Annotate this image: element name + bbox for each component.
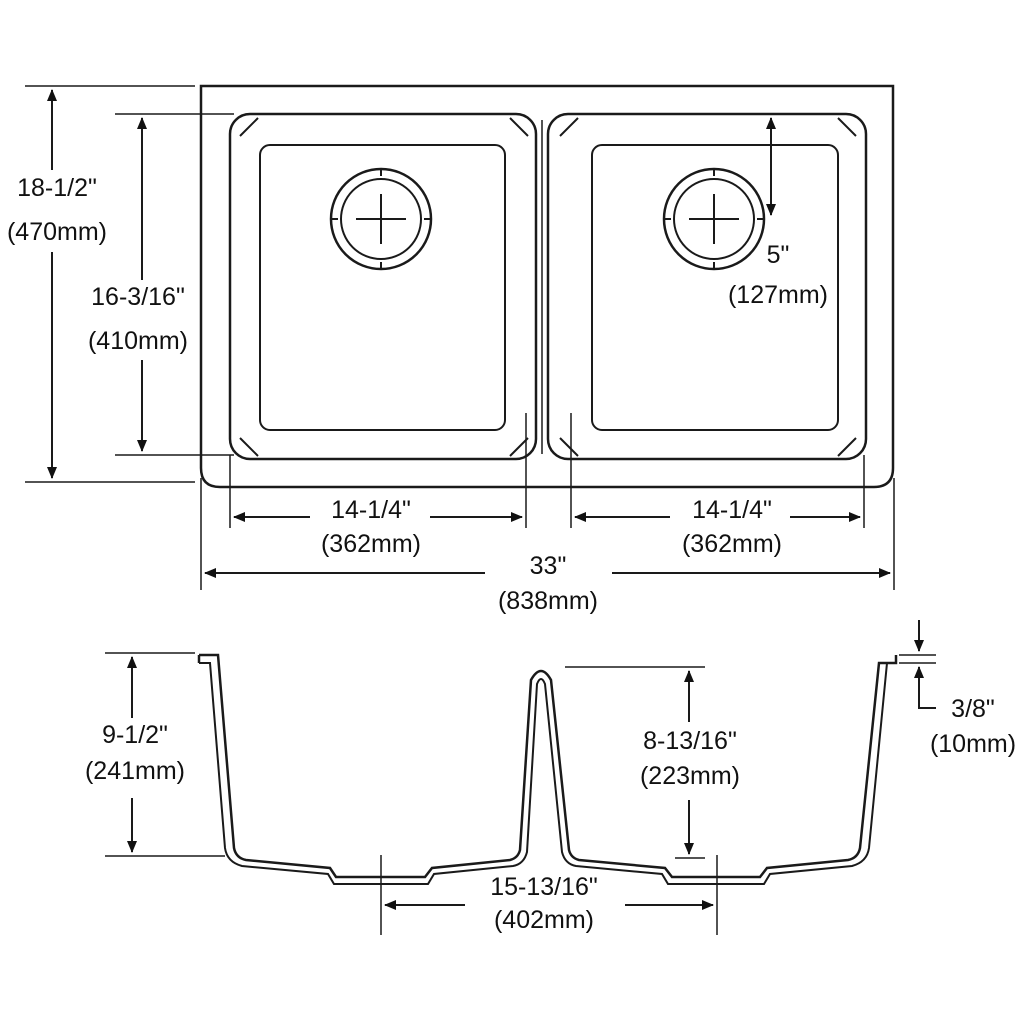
divider-height-dimension: 8-13/16" (223mm): [565, 666, 740, 859]
bowl-depth-dimension: 16-3/16" (410mm): [88, 113, 234, 456]
right-drain-icon: [662, 167, 766, 271]
overall-depth-metric: (470mm): [7, 218, 107, 246]
sink-outer-outline: [199, 84, 895, 489]
overall-depth-dimension: 18-1/2" (470mm): [7, 85, 195, 483]
side-view: 9-1/2" (241mm) 8-13/16" (223mm) 3/8" (10…: [85, 620, 1016, 935]
left-drain-icon: [329, 167, 433, 271]
bottom-span-imperial: 15-13/16": [490, 873, 598, 901]
rim-thickness-metric: (10mm): [930, 730, 1016, 758]
drain-offset-dimension: 5" (127mm): [728, 117, 828, 309]
right-bowl: [546, 112, 868, 461]
bottom-span-dimension: 15-13/16" (402mm): [380, 855, 718, 935]
overall-depth-imperial: 18-1/2": [17, 174, 97, 202]
drain-offset-metric: (127mm): [728, 281, 828, 309]
divider-height-metric: (223mm): [640, 762, 740, 790]
left-bowl-width-dimension: 14-1/4" (362mm): [229, 413, 527, 558]
left-bowl-width-metric: (362mm): [321, 530, 421, 558]
left-bowl: [228, 112, 538, 461]
right-bowl-width-metric: (362mm): [682, 530, 782, 558]
rim-thickness-dimension: 3/8" (10mm): [899, 620, 1016, 758]
right-bowl-width-dimension: 14-1/4" (362mm): [570, 413, 865, 558]
sink-side-profile-inner: [199, 662, 888, 885]
overall-width-imperial: 33": [530, 552, 567, 580]
divider-height-imperial: 8-13/16": [643, 727, 737, 755]
overall-height-imperial: 9-1/2": [102, 721, 168, 749]
overall-width-metric: (838mm): [498, 587, 598, 615]
left-bowl-width-imperial: 14-1/4": [331, 496, 411, 524]
drain-offset-imperial: 5": [767, 241, 790, 269]
overall-height-metric: (241mm): [85, 757, 185, 785]
bottom-span-metric: (402mm): [494, 906, 594, 934]
overall-height-dimension: 9-1/2" (241mm): [85, 652, 225, 857]
top-view: 18-1/2" (470mm) 16-3/16" (410mm) 5" (127…: [7, 84, 895, 615]
right-bowl-width-imperial: 14-1/4": [692, 496, 772, 524]
sink-side-profile-outer: [199, 653, 898, 879]
bowl-depth-imperial: 16-3/16": [91, 283, 185, 311]
rim-thickness-imperial: 3/8": [951, 695, 995, 723]
bowl-depth-metric: (410mm): [88, 327, 188, 355]
overall-width-dimension: 33" (838mm): [200, 478, 895, 615]
